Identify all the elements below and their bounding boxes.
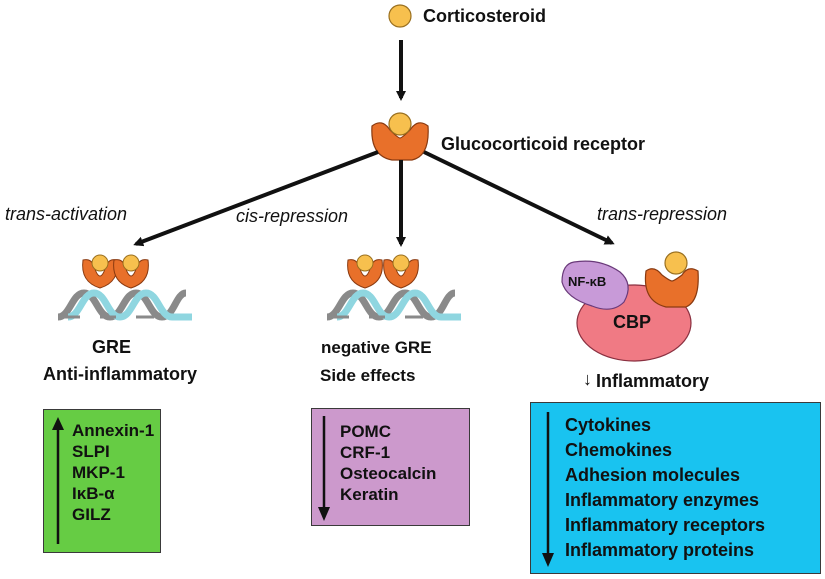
mechanism-trans-activation: trans-activation	[5, 204, 128, 224]
outcome-inflammatory-arrow: ↓	[583, 369, 592, 389]
outcome-inflammatory: Inflammatory	[596, 371, 710, 391]
nfkb-shape	[561, 260, 629, 310]
gene-item: Osteocalcin	[340, 464, 437, 483]
gene-item: Chemokines	[565, 440, 673, 460]
gene-item: MKP-1	[72, 463, 125, 482]
gene-item: Annexin-1	[72, 421, 155, 440]
element-gre: GRE	[92, 337, 132, 357]
nfkb-label: NF-κB	[568, 274, 607, 289]
element-negative-gre: negative GRE	[321, 338, 432, 357]
receptor-dimer-gre-1	[82, 254, 118, 289]
gene-box-side-effects: POMC CRF-1 Osteocalcin Keratin	[311, 408, 470, 526]
gene-list-side-effects: POMC CRF-1 Osteocalcin Keratin	[340, 421, 436, 505]
gene-item: Keratin	[340, 485, 399, 504]
dna-negative-gre	[327, 293, 461, 317]
gene-item: Inflammatory enzymes	[565, 490, 760, 510]
gene-list-inflammatory: Cytokines Chemokines Adhesion molecules …	[565, 413, 765, 563]
cbp-label: CBP	[613, 312, 652, 332]
ligand-label: Corticosteroid	[423, 6, 547, 26]
arrow-trans-repression	[423, 150, 615, 245]
receptor-label: Glucocorticoid receptor	[441, 134, 646, 154]
arrow-trans-activation	[133, 150, 379, 247]
outcome-side-effects: Side effects	[320, 366, 416, 385]
receptor-dimer-gre-2	[113, 254, 149, 289]
up-arrow-icon	[52, 417, 64, 544]
gene-item: SLPI	[72, 442, 110, 461]
mechanism-trans-repression: trans-repression	[597, 204, 728, 224]
gene-list-upregulated: Annexin-1 SLPI MKP-1 IκB-α GILZ	[72, 420, 154, 525]
receptor-shape	[371, 112, 429, 161]
gene-item: Inflammatory receptors	[565, 515, 766, 535]
ligand-circle	[388, 4, 412, 28]
dna-gre	[58, 293, 192, 317]
mechanism-cis-repression: cis-repression	[236, 206, 349, 226]
gene-item: POMC	[340, 422, 391, 441]
gene-item: Cytokines	[565, 415, 652, 435]
down-arrow-icon	[318, 416, 330, 521]
gene-item: GILZ	[72, 505, 111, 524]
down-arrow-icon	[542, 412, 554, 567]
outcome-anti-inflammatory: Anti-inflammatory	[43, 364, 198, 384]
gene-item: CRF-1	[340, 443, 391, 462]
gene-item: Adhesion molecules	[565, 465, 741, 485]
receptor-dimer-ngre-2	[383, 254, 419, 289]
receptor-trans-repression	[644, 251, 699, 308]
gene-item: IκB-α	[72, 484, 115, 503]
gene-box-inflammatory: Cytokines Chemokines Adhesion molecules …	[530, 402, 821, 574]
receptor-dimer-ngre-1	[347, 254, 383, 289]
gene-item: Inflammatory proteins	[565, 540, 755, 560]
gene-box-upregulated: Annexin-1 SLPI MKP-1 IκB-α GILZ	[43, 409, 161, 553]
